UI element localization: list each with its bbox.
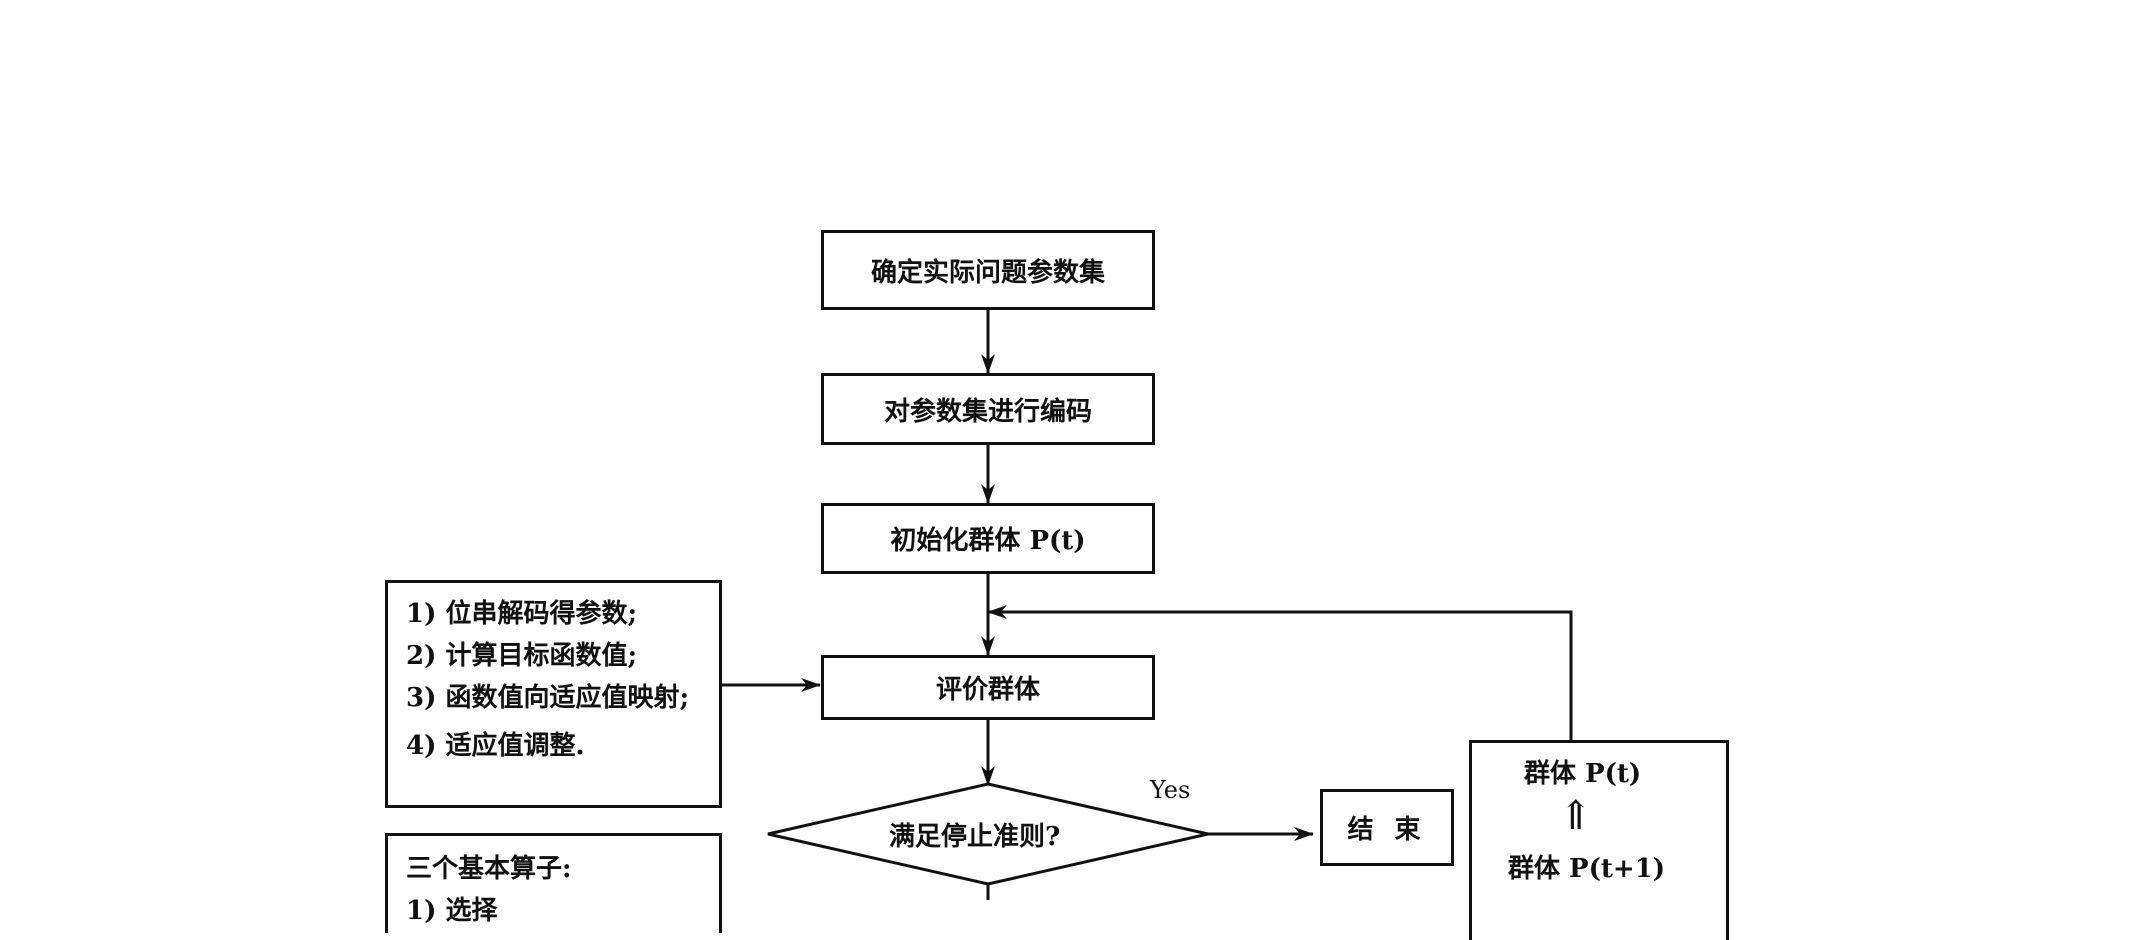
feedback-loop-line [1040, 610, 1573, 742]
up-double-arrow-icon: ⇑ [1559, 793, 1593, 839]
evaluation-notes-box: 1) 位串解码得参数; 2) 计算目标函数值; 3) 函数值向适应值映射; 4)… [385, 580, 722, 808]
yes-label: Yes [1150, 776, 1191, 804]
population-update-box: 群体 P(t) ⇑ 群体 P(t+1) [1469, 740, 1729, 940]
decision-diamond [767, 782, 1209, 886]
determine-params-label: 确定实际问题参数集 [870, 257, 1105, 288]
encode-params-label: 对参数集进行编码 [883, 396, 1092, 427]
decision-label: 满足停止准则? [889, 822, 1061, 852]
evaluate-population-box: 评价群体 [821, 655, 1155, 720]
evaluation-note: 3) 函数值向适应值映射; [406, 683, 690, 713]
operators-title: 三个基本算子: [406, 854, 572, 884]
init-population-label: 初始化群体 P(t) [890, 526, 1086, 556]
evaluation-note: 2) 计算目标函数值; [406, 641, 638, 671]
determine-params-box: 确定实际问题参数集 [821, 230, 1155, 310]
flow-connectors [722, 310, 1573, 900]
evaluate-population-label: 评价群体 [935, 675, 1040, 705]
operators-box: 三个基本算子: 1) 选择 [385, 833, 722, 933]
evaluation-note: 1) 位串解码得参数; [406, 599, 638, 629]
end-box: 结 束 [1320, 789, 1454, 866]
operator-item: 1) 选择 [406, 896, 498, 926]
population-next: 群体 P(t+1) [1508, 854, 1666, 884]
evaluation-note: 4) 适应值调整. [406, 731, 585, 761]
encode-params-box: 对参数集进行编码 [821, 373, 1155, 445]
end-label: 结 束 [1347, 815, 1427, 845]
init-population-box: 初始化群体 P(t) [821, 503, 1155, 574]
population-current: 群体 P(t) [1524, 759, 1642, 789]
